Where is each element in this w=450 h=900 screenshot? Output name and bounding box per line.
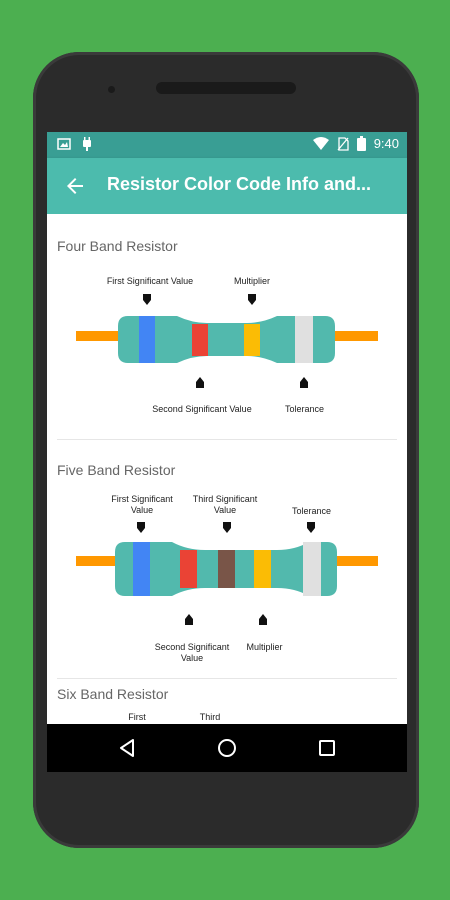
section-title-four-band: Four Band Resistor: [57, 238, 178, 254]
no-sim-icon: [337, 136, 349, 151]
back-triangle-icon[interactable]: [115, 736, 139, 760]
five-band-resistor-diagram: [76, 522, 378, 625]
label-multiplier: Multiplier: [233, 276, 270, 286]
speaker-grille: [156, 82, 296, 94]
recents-square-icon[interactable]: [315, 736, 339, 760]
label-first-significant: First Significant Value: [106, 276, 194, 286]
arrow-back-icon[interactable]: [63, 174, 87, 198]
up-arrow-icon: [196, 377, 204, 388]
up-arrow-icon: [300, 377, 308, 388]
section-divider: [57, 678, 397, 679]
band-2-red: [192, 324, 208, 356]
section-title-five-band: Five Band Resistor: [57, 462, 176, 478]
four-band-resistor-diagram: [76, 294, 378, 388]
image-icon: [57, 138, 71, 150]
content-scroll[interactable]: Four Band Resistor First Significant Val…: [47, 214, 407, 724]
label-third-significant: Third Significant Value: [192, 494, 258, 515]
navigation-bar: [47, 724, 407, 772]
down-arrow-icon: [223, 522, 231, 533]
up-arrow-icon: [185, 614, 193, 625]
down-arrow-icon: [307, 522, 315, 533]
band-3-yellow: [244, 324, 260, 356]
label-tolerance: Tolerance: [284, 404, 325, 414]
front-camera: [108, 86, 115, 93]
band-2-red: [180, 550, 197, 588]
band-3-brown: [218, 550, 235, 588]
screen: 9:40 Resistor Color Code Info and... Fou…: [47, 132, 407, 772]
home-circle-icon[interactable]: [215, 736, 239, 760]
up-arrow-icon: [259, 614, 267, 625]
down-arrow-icon: [143, 294, 151, 305]
label-multiplier: Multiplier: [246, 642, 283, 652]
section-title-six-band: Six Band Resistor: [57, 686, 169, 702]
resistor-body: [118, 316, 335, 363]
label-second-significant: Second Significant Value: [154, 642, 230, 663]
band-4-silver: [295, 316, 313, 363]
battery-icon: [356, 136, 366, 151]
band-4-yellow: [254, 550, 271, 588]
label-second-significant: Second Significant Value: [152, 404, 252, 414]
label-third: Third: [199, 712, 221, 722]
down-arrow-icon: [248, 294, 256, 305]
status-bar: 9:40: [47, 132, 407, 158]
android-debug-icon: [83, 137, 91, 151]
label-tolerance: Tolerance: [291, 506, 332, 516]
band-1-blue: [139, 316, 155, 363]
label-first: First: [128, 712, 146, 722]
label-first-significant: First Significant Value: [111, 494, 173, 515]
page-title: Resistor Color Code Info and...: [107, 174, 372, 194]
section-divider: [57, 439, 397, 440]
band-1-blue: [133, 542, 150, 596]
app-bar: Resistor Color Code Info and...: [47, 158, 407, 214]
wifi-icon: [312, 136, 329, 150]
down-arrow-icon: [137, 522, 145, 533]
band-5-silver: [303, 542, 321, 596]
status-time: 9:40: [373, 136, 399, 151]
